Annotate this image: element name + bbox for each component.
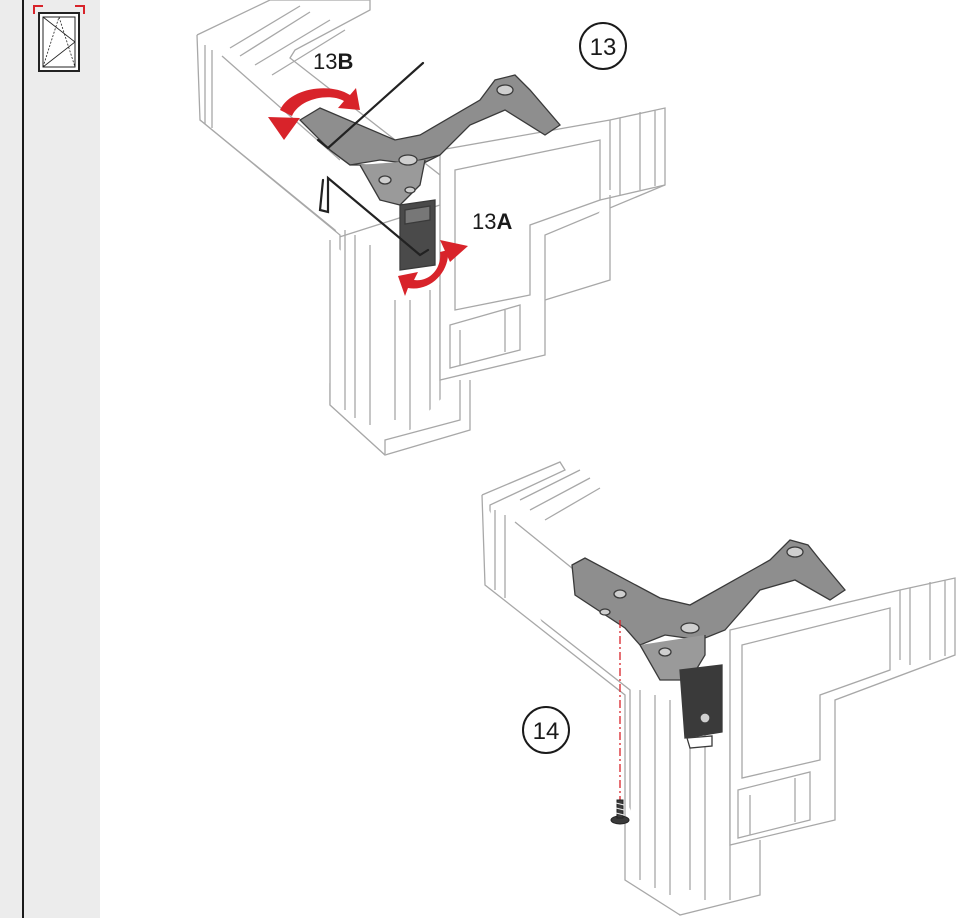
frame-profile-bottom [481, 461, 956, 916]
sidebar [0, 0, 100, 918]
allen-key-icon [316, 61, 430, 257]
svg-text:14: 14 [533, 718, 560, 745]
tilt-turn-window-icon [33, 5, 85, 72]
label-13b: 13B [313, 49, 353, 74]
frame-profile-top [196, 0, 666, 456]
sidebar-rule [22, 0, 24, 918]
label-13a: 13A [472, 209, 512, 234]
rotate-arrow-icon [268, 88, 360, 140]
corner-hinge-top [298, 74, 561, 271]
corner-hinge-bottom [571, 539, 846, 749]
svg-text:13: 13 [590, 34, 617, 61]
step-13-badge: 13 [579, 22, 627, 70]
screw-icon [610, 799, 630, 825]
assembly-diagram: 13 13B 13A 14 [196, 0, 956, 916]
step-14-badge: 14 [522, 706, 570, 754]
rotate-arrow-icon [398, 240, 468, 296]
